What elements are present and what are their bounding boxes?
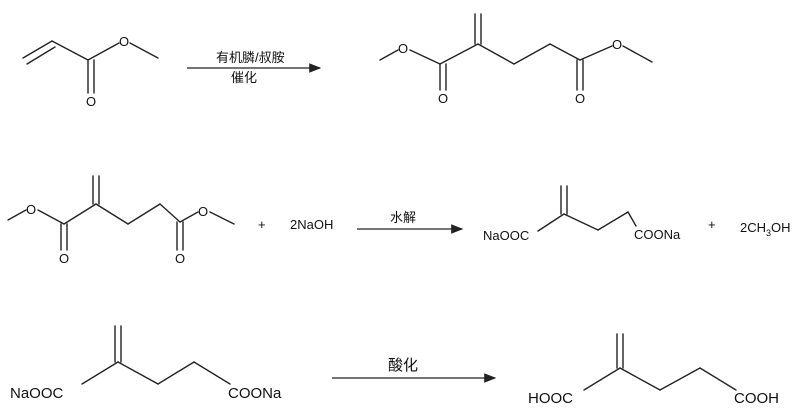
itaconic-acid-product-structure: HOOC COOH bbox=[528, 333, 779, 407]
condition-catalyst: 有机膦/叔胺 bbox=[216, 50, 285, 65]
atom-o-left-ether: O bbox=[398, 41, 408, 56]
methanol-subscript: 3 bbox=[766, 228, 771, 238]
atom-o-left-ether: O bbox=[26, 202, 36, 217]
methanol-suffix: OH bbox=[771, 220, 791, 235]
atom-o-right-carbonyl: O bbox=[175, 251, 185, 266]
condition-hydrolysis: 水解 bbox=[390, 210, 416, 225]
reaction-3: NaOOC COONa 酸化 HOOC COOH bbox=[10, 325, 779, 407]
atom-o-right-ether: O bbox=[612, 37, 622, 52]
condition-catalysis: 催化 bbox=[231, 70, 257, 85]
atom-o-carbonyl: O bbox=[86, 94, 96, 109]
atom-o-left-carbonyl: O bbox=[438, 91, 448, 106]
reaction-2: O O O O + 2NaOH 水解 NaOOC COONa + 2CH3OH bbox=[7, 175, 791, 266]
sodium-carboxylate-right: COONa bbox=[228, 385, 282, 402]
plus-sign-1: + bbox=[258, 217, 266, 232]
atom-o-left-carbonyl: O bbox=[59, 251, 69, 266]
reagent-naoh: 2NaOH bbox=[290, 217, 333, 232]
disodium-salt-product-structure: NaOOC COONa bbox=[483, 185, 681, 243]
sodium-carboxylate-left: NaOOC bbox=[10, 385, 64, 402]
carboxylic-acid-right: COOH bbox=[734, 390, 779, 407]
atom-o-ether: O bbox=[119, 34, 129, 49]
dimethyl-ester-reactant-structure: O O O O bbox=[7, 175, 235, 266]
reaction-1: O O 有机膦/叔胺 催化 O O O O bbox=[22, 13, 653, 109]
plus-sign-2: + bbox=[708, 217, 716, 232]
methanol-prefix: 2CH bbox=[740, 220, 766, 235]
sodium-carboxylate-right: COONa bbox=[634, 227, 681, 242]
condition-acidification: 酸化 bbox=[388, 357, 418, 374]
dimethyl-ester-product-structure: O O O O bbox=[379, 13, 653, 106]
carboxylic-acid-left: HOOC bbox=[528, 390, 573, 407]
atom-o-right-carbonyl: O bbox=[575, 91, 585, 106]
methyl-acrylate-structure: O O bbox=[22, 34, 159, 109]
byproduct-methanol: 2CH3OH bbox=[740, 220, 791, 238]
sodium-carboxylate-left: NaOOC bbox=[483, 228, 529, 243]
atom-o-right-ether: O bbox=[198, 204, 208, 219]
disodium-salt-reactant-structure: NaOOC COONa bbox=[10, 325, 282, 402]
